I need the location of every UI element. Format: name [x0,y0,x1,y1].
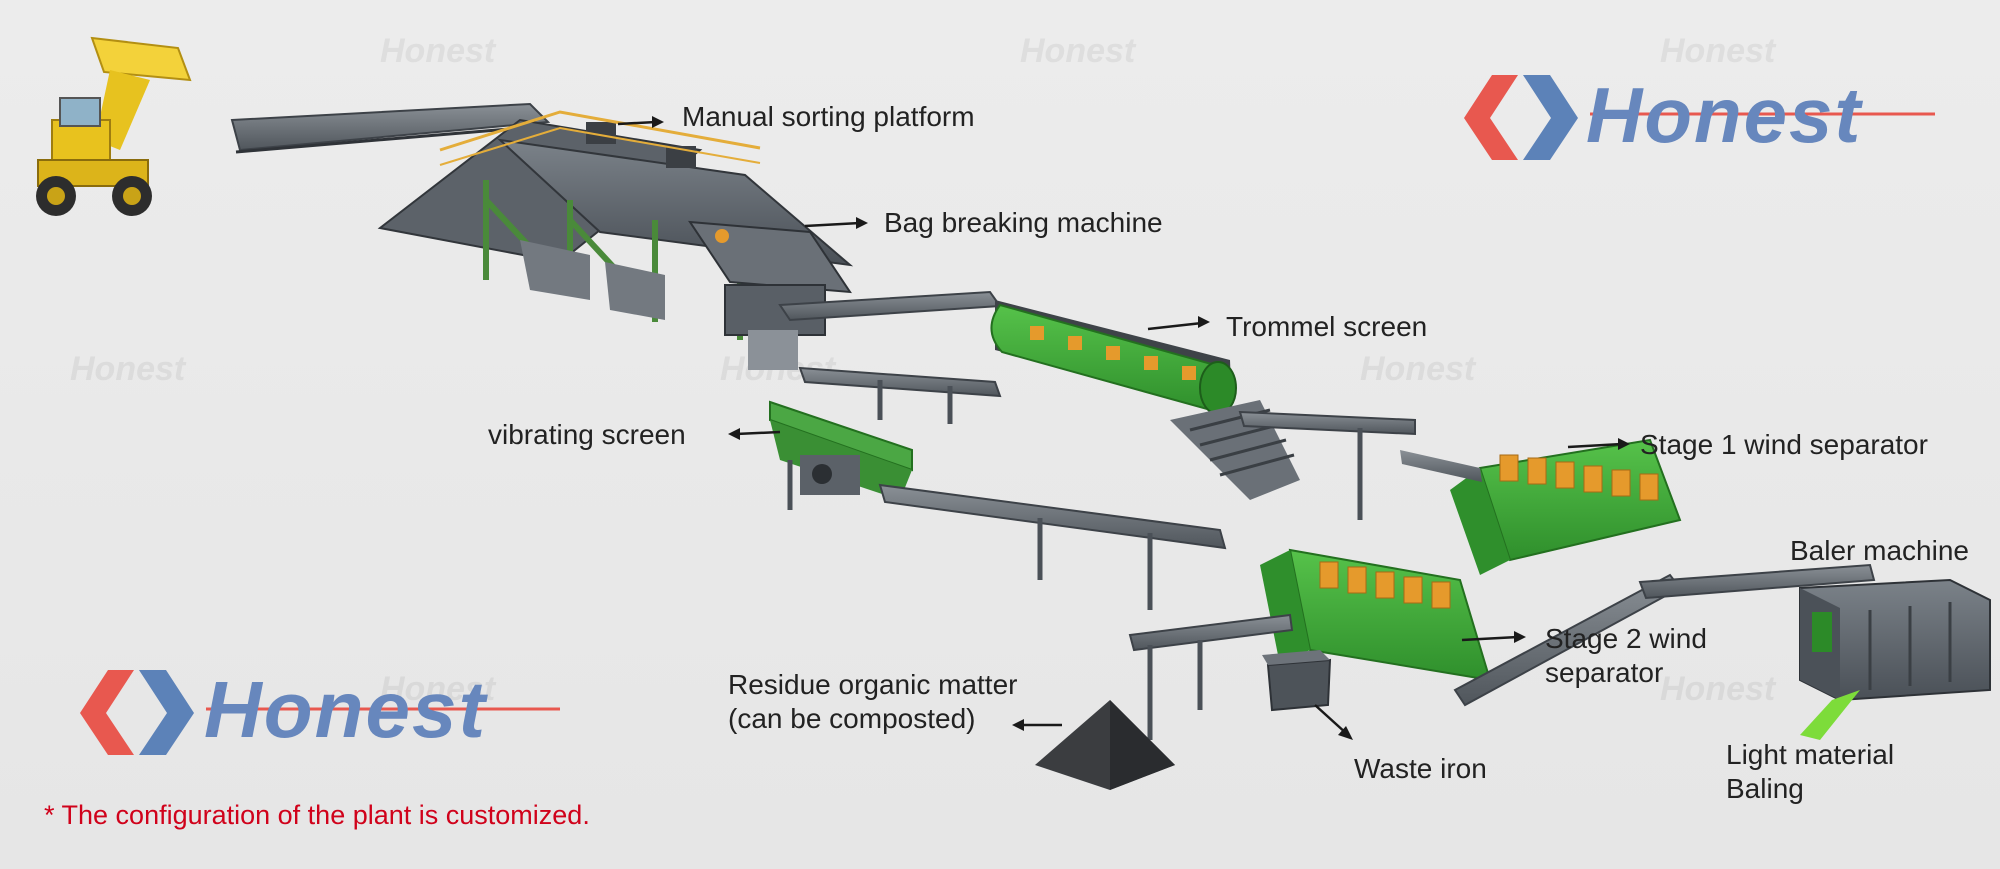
baler-conveyors [1128,563,1876,740]
label-vibrating-screen: vibrating screen [488,419,686,450]
label-baler-machine: Baler machine [1790,535,1969,566]
svg-text:Honest: Honest [1660,670,1777,708]
trommel-output-conveyors [798,366,1416,520]
svg-text:Honest: Honest [380,32,497,70]
svg-text:Honest: Honest [1020,32,1137,70]
svg-text:Honest: Honest [1660,32,1777,70]
label-residue-line2: (can be composted) [728,703,976,734]
svg-text:Honest: Honest [70,350,187,388]
baler-machine [1799,578,1991,740]
honest-logo-icon [1464,75,1935,160]
label-stage2-line1: Stage 2 wind [1545,623,1707,654]
label-trommel-screen: Trommel screen [1226,311,1428,342]
label-light-line1: Light material [1726,739,1895,770]
brand-wordmark-bottom: Honest [204,665,488,754]
label-bag-breaking-machine: Bag breaking machine [884,207,1163,238]
svg-text:Honest: Honest [380,670,497,708]
customization-note: * The configuration of the plant is cust… [44,800,590,830]
svg-text:Honest: Honest [1360,350,1477,388]
label-stage1-wind-separator: Stage 1 wind separator [1640,429,1928,460]
stage1-wind-separator [1400,438,1682,575]
wheel-loader-icon [36,36,192,216]
label-residue-organic-matter: Residue organic matter (can be composted… [728,668,1017,736]
label-residue-line1: Residue organic matter [728,669,1018,700]
label-manual-sorting-platform: Manual sorting platform [682,101,975,132]
brand-wordmark-top: Honest [1586,71,1863,159]
residue-pile [1035,700,1175,790]
honest-logo-icon [80,670,560,755]
feed-conveyor [230,102,551,154]
label-stage2-wind-separator: Stage 2 wind separator [1545,622,1707,690]
callout-arrows [617,116,1630,740]
label-waste-iron: Waste iron [1354,753,1487,784]
label-light-material-baling: Light material Baling [1726,738,1894,806]
label-stage2-line2: separator [1545,657,1664,688]
waste-iron-bin [1262,650,1332,712]
label-light-line2: Baling [1726,773,1804,804]
stage2-feed-conveyor [878,483,1227,610]
vibrating-screen [769,400,913,510]
